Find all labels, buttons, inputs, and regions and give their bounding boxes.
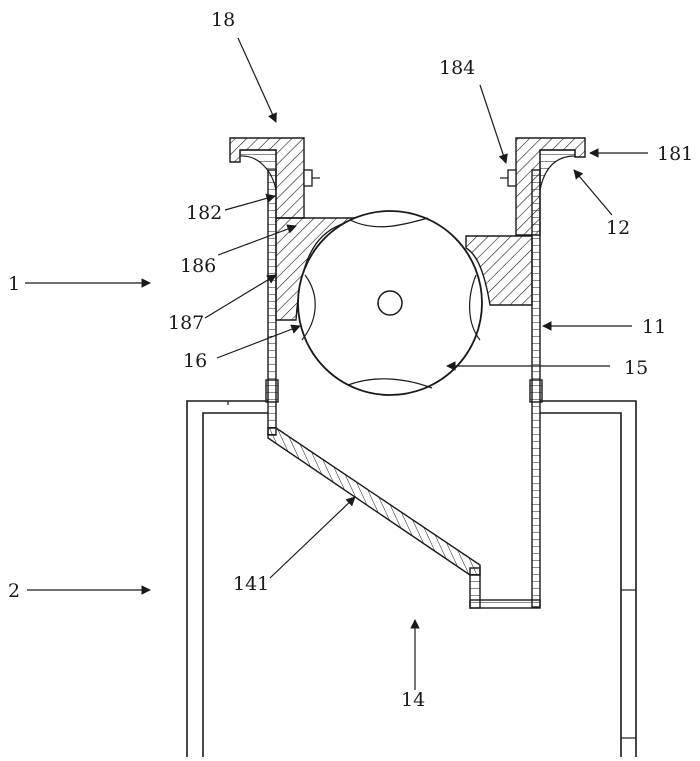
label-12: 12 [606, 217, 630, 239]
label-1: 1 [8, 273, 20, 295]
wall-connectors [265, 379, 543, 403]
label-18: 18 [211, 9, 235, 31]
label-16: 16 [183, 350, 207, 372]
label-187: 187 [168, 312, 204, 334]
hopper-slope-141 [267, 427, 541, 609]
label-11: 11 [642, 316, 666, 338]
right-block [465, 235, 533, 306]
label-182: 182 [186, 202, 222, 224]
label-186: 186 [180, 255, 216, 277]
label-15: 15 [624, 357, 648, 379]
outer-frame [186, 400, 637, 757]
label-141: 141 [233, 573, 269, 595]
label-181: 181 [657, 143, 693, 165]
roller-15 [297, 210, 483, 396]
label-2: 2 [8, 580, 20, 602]
left-cap-18 [229, 137, 320, 219]
right-cap-181 [500, 137, 586, 236]
reference-numerals: 18 184 181 12 182 186 1 187 11 16 15 141… [8, 9, 693, 711]
label-184: 184 [439, 57, 475, 79]
label-14: 14 [401, 689, 425, 711]
leaders [25, 37, 648, 690]
